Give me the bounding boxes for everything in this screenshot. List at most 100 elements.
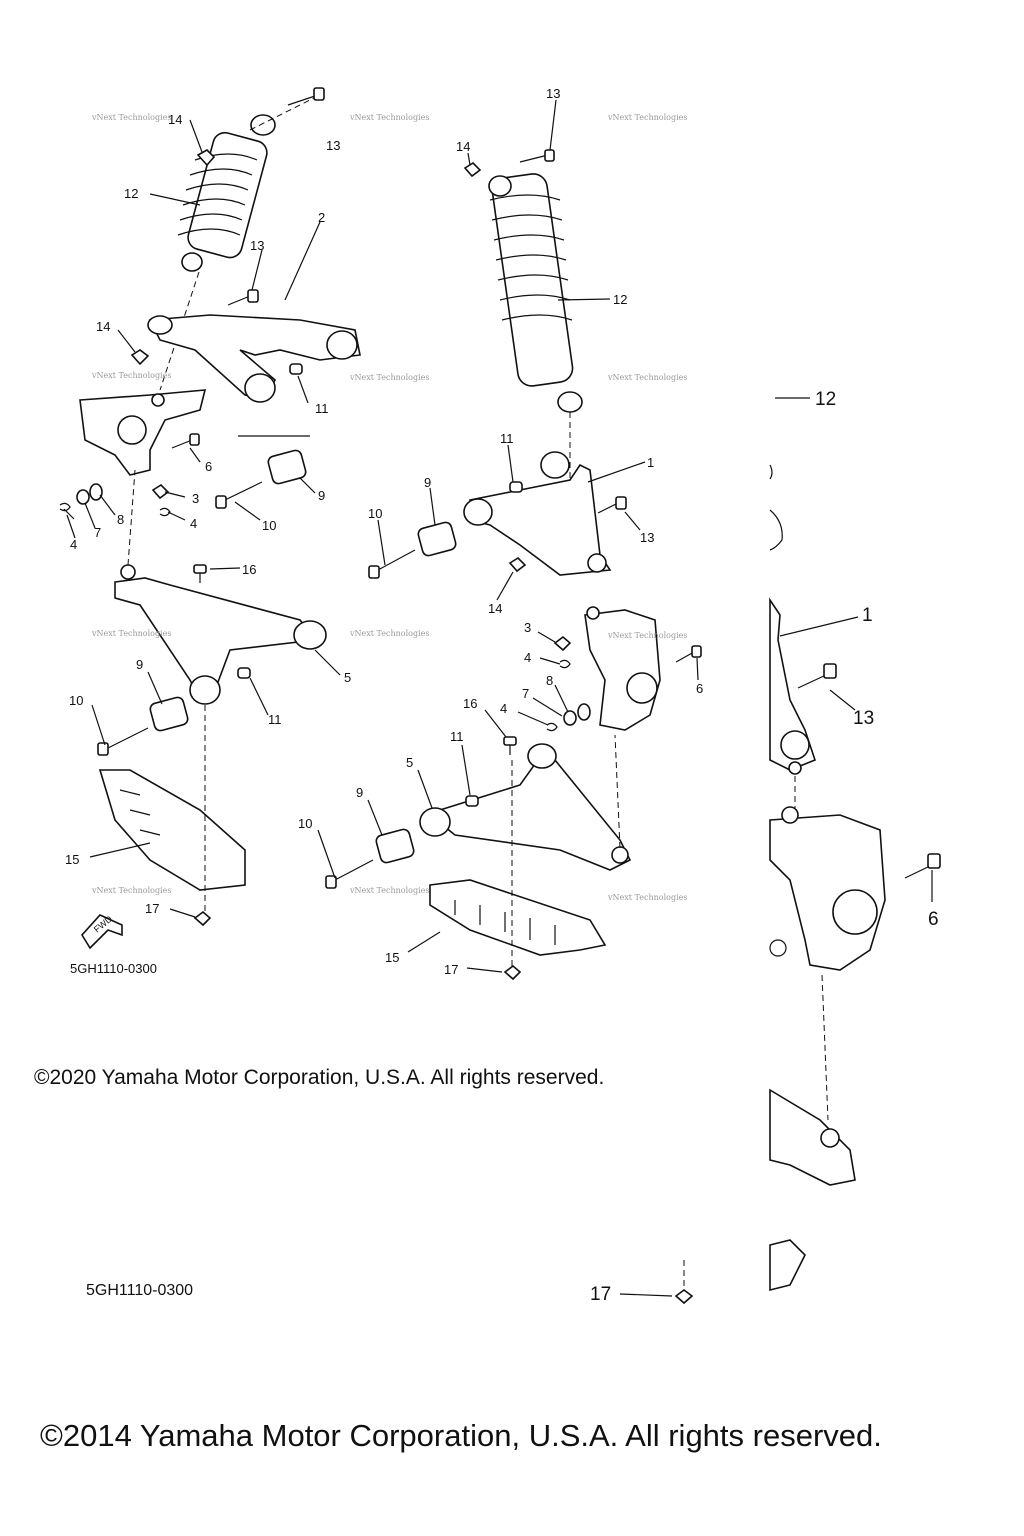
- callout-14: 14: [168, 112, 182, 127]
- left-bushing-upper: [267, 449, 307, 485]
- callout-15: 15: [65, 852, 79, 867]
- callout-11: 11: [500, 431, 514, 446]
- callout-3: 3: [192, 491, 199, 506]
- center-shock-nut: [463, 161, 482, 178]
- callout-3: 3: [524, 620, 531, 635]
- callout-10: 10: [368, 506, 382, 521]
- watermark-text: vNext Technologies: [607, 893, 687, 902]
- center-upper-cap: [509, 481, 523, 493]
- left-lower-arm: [114, 469, 327, 705]
- center-cotter-pin-2: [546, 722, 558, 732]
- callout-1: 1: [862, 605, 873, 626]
- callout-11: 11: [450, 729, 464, 744]
- center-lower-bolt: [325, 859, 374, 889]
- callout-8: 8: [546, 673, 553, 688]
- watermark-text: vNext Technologies: [607, 113, 687, 122]
- center-bushing-upper: [417, 521, 457, 557]
- callout-6: 6: [205, 459, 212, 474]
- callout-17: 17: [444, 962, 458, 977]
- callout-10: 10: [69, 693, 83, 708]
- left-cotter-pin-2: [59, 502, 75, 520]
- callout-8: 8: [117, 512, 124, 527]
- left-lower-bolt: [97, 727, 149, 756]
- callout-16: 16: [242, 562, 256, 577]
- left-upper-cap: [289, 363, 303, 375]
- leader-lines: [66, 99, 933, 1297]
- center-shock-absorber: [488, 173, 583, 540]
- center-washer-7: [563, 710, 577, 726]
- left-lower-cap: [237, 667, 251, 679]
- callout-1: 1: [647, 455, 654, 470]
- left-castle-nut: [151, 483, 170, 500]
- center-knuckle: [584, 606, 661, 731]
- left-shock-nut-top: [196, 149, 216, 167]
- callout-13: 13: [640, 530, 654, 545]
- callout-4: 4: [70, 537, 77, 552]
- center-lower-arm: [419, 734, 632, 871]
- left-cotter-pin: [159, 507, 171, 517]
- callout-4: 4: [190, 516, 197, 531]
- callout-9: 9: [136, 657, 143, 672]
- callout-11: 11: [315, 401, 329, 416]
- center-upper-arm: [463, 451, 612, 576]
- callout-14: 14: [96, 319, 110, 334]
- callout-14: 14: [456, 139, 470, 154]
- callout-12: 12: [124, 186, 138, 201]
- catalog-code-small: 5GH1110-0300: [70, 961, 157, 976]
- callout-7: 7: [94, 525, 101, 540]
- callout-13: 13: [326, 138, 340, 153]
- callout-13: 13: [546, 86, 560, 101]
- callout-4: 4: [524, 650, 531, 665]
- callout-12: 12: [613, 292, 627, 307]
- left-guard-nut: [193, 910, 212, 927]
- left-washer-7: [76, 489, 90, 505]
- watermark-text: vNext Technologies: [91, 629, 171, 638]
- center-guard-plate: [429, 760, 607, 968]
- watermark-text: vNext Technologies: [349, 373, 429, 382]
- callout-15: 15: [385, 950, 399, 965]
- watermark-text: vNext Technologies: [349, 629, 429, 638]
- right-partial-view: [674, 464, 886, 1305]
- center-upper-arm-bolt: [597, 496, 627, 514]
- watermarks: vNext Technologies vNext Technologies vN…: [91, 113, 687, 902]
- left-lower-bolt-16: [193, 564, 207, 583]
- callout-4: 4: [500, 701, 507, 716]
- watermark-text: vNext Technologies: [607, 631, 687, 640]
- watermark-text: vNext Technologies: [349, 113, 429, 122]
- center-shock-bolt: [519, 149, 555, 163]
- watermark-text: vNext Technologies: [349, 886, 429, 895]
- fwd-arrow: FWD: [81, 913, 123, 950]
- center-castle-nut: [553, 635, 572, 652]
- center-cotter-pin: [559, 659, 571, 669]
- callout-5: 5: [406, 755, 413, 770]
- watermark-text: vNext Technologies: [91, 371, 171, 380]
- callout-17: 17: [145, 901, 159, 916]
- callout-7: 7: [522, 686, 529, 701]
- callout-10: 10: [262, 518, 276, 533]
- center-lower-bushing: [375, 828, 415, 864]
- watermark-text: vNext Technologies: [607, 373, 687, 382]
- center-lower-bolt-16: [503, 736, 517, 755]
- callout-9: 9: [424, 475, 431, 490]
- left-upper-arm-bolt: [227, 289, 259, 306]
- callout-12: 12: [815, 389, 836, 410]
- callout-14: 14: [488, 601, 502, 616]
- left-upper-arm-nut: [130, 349, 150, 366]
- watermark-text: vNext Technologies: [91, 113, 171, 122]
- right-bolt-13: [797, 663, 837, 689]
- callout-6: 6: [928, 909, 939, 930]
- center-washer-8: [577, 703, 591, 721]
- left-bolt-upper: [215, 481, 263, 509]
- callout-10: 10: [298, 816, 312, 831]
- callout-2: 2: [318, 210, 325, 225]
- catalog-code-large: 5GH1110-0300: [86, 1282, 194, 1299]
- callout-13: 13: [250, 238, 264, 253]
- callout-13: 13: [853, 708, 874, 729]
- callout-9: 9: [318, 488, 325, 503]
- left-upper-arm: [147, 314, 361, 403]
- center-upper-arm-nut: [508, 556, 527, 573]
- copyright-large: ©2014 Yamaha Motor Corporation, U.S.A. A…: [40, 1418, 882, 1453]
- center-knuckle-bolt: [675, 645, 702, 663]
